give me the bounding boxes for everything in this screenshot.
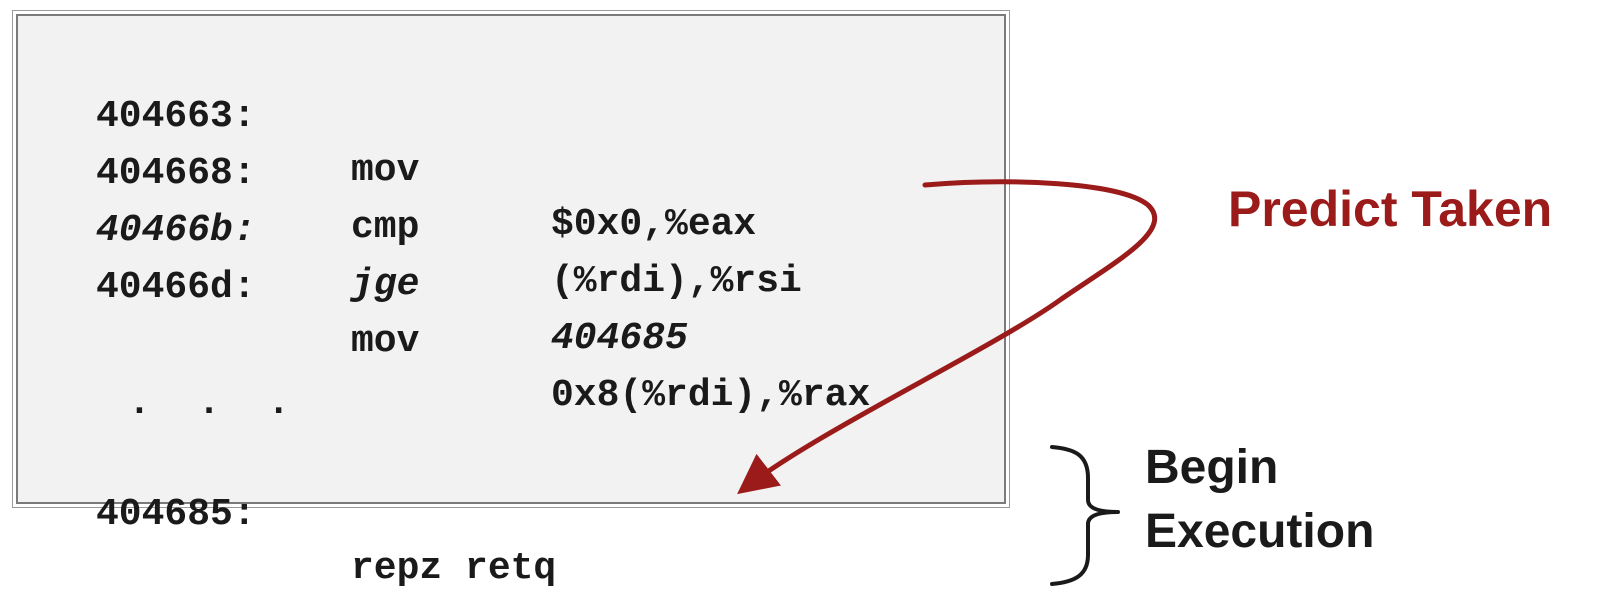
begin-execution-label: Begin Execution (1145, 436, 1374, 564)
code-address: 404663: (96, 95, 256, 138)
code-line-4: 40466d: mov 0x8(%rdi),%rax (18, 207, 870, 417)
code-opcode: mov (351, 320, 420, 363)
code-ellipsis: . . . (128, 382, 303, 425)
code-address: 40466d: (96, 266, 256, 309)
code-line-2: 404668: cmp (%rdi),%rsi (18, 93, 802, 303)
code-opcode: repz retq (351, 547, 557, 590)
code-address: 404685: (96, 493, 256, 536)
assembly-code-box: 404663: mov $0x0,%eax 404668: cmp (%rdi)… (12, 10, 1010, 590)
right-brace-icon (1050, 445, 1120, 586)
code-opcode: cmp (351, 206, 420, 249)
code-opcode: jge (351, 263, 420, 306)
code-line-3-branch: 40466b: jge 404685 (18, 150, 688, 360)
predict-taken-label: Predict Taken (1228, 181, 1553, 237)
code-operand: 404685 (551, 317, 688, 360)
code-operand: $0x0,%eax (551, 203, 757, 246)
code-address: 40466b: (96, 209, 256, 252)
begin-label-line-2: Execution (1145, 505, 1375, 558)
code-opcode: mov (351, 149, 420, 192)
code-address: 404668: (96, 152, 256, 195)
code-line-target: 404685: repz retq (18, 434, 556, 590)
code-line-1: 404663: mov $0x0,%eax (18, 36, 756, 246)
begin-label-line-1: Begin (1145, 441, 1279, 494)
code-operand: (%rdi),%rsi (551, 260, 802, 303)
code-ellipsis-line: . . . (18, 323, 290, 425)
code-operand: 0x8(%rdi),%rax (551, 374, 871, 417)
